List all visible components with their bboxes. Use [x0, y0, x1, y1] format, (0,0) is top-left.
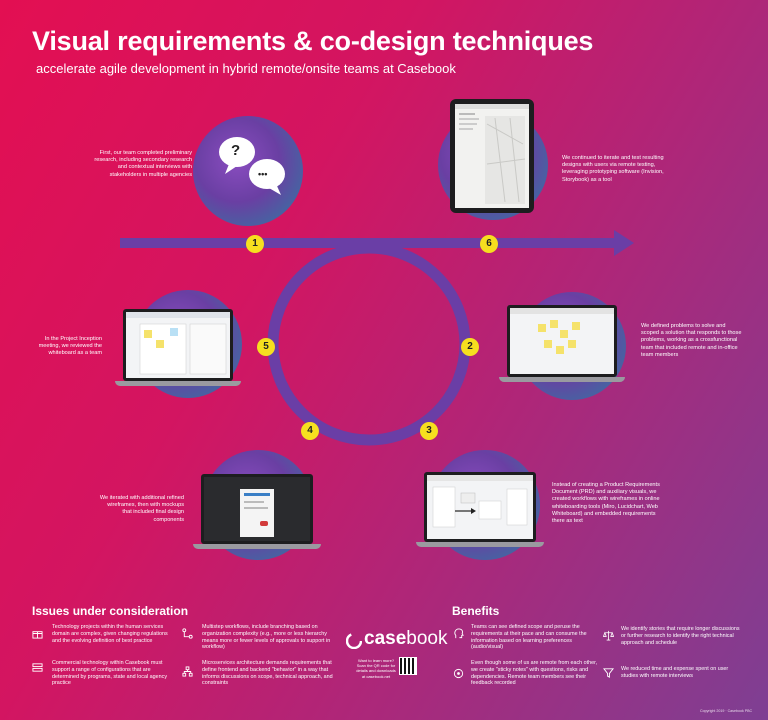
- step3-text: Instead of creating a Product Requiremen…: [552, 482, 660, 525]
- benefit-item-2: Even though some of us are remote from e…: [471, 660, 598, 687]
- step1-text: First, our team completed preliminary re…: [94, 150, 192, 178]
- casebook-wordmark: casebook: [364, 628, 447, 650]
- issue-item-3: Multistep workflows, include branching b…: [202, 624, 331, 651]
- brand-name-bold: case: [364, 628, 407, 649]
- workflow-icon: [182, 628, 193, 639]
- step4-badge: 4: [301, 422, 319, 440]
- step5-whiteboard-screen: [126, 312, 230, 375]
- step4-laptop-screen: [201, 474, 313, 544]
- step6-badge: 6: [480, 235, 498, 253]
- step4-mockup-screen: [240, 489, 274, 537]
- speech-bubbles-icon: [219, 137, 285, 195]
- gift-icon: [32, 631, 43, 639]
- step3-badge: 3: [420, 422, 438, 440]
- benefit-item-4: We reduced time and expense spent on use…: [621, 666, 729, 679]
- step6-text: We continued to iterate and test resulti…: [562, 155, 664, 183]
- hierarchy-icon: [182, 666, 193, 677]
- refresh-icon: [453, 668, 464, 679]
- step4-laptop-base: [193, 544, 321, 549]
- issues-heading: Issues under consideration: [32, 604, 189, 618]
- step3-laptop-base: [416, 542, 544, 547]
- question-mark: ?: [231, 142, 241, 159]
- qr-code[interactable]: [399, 657, 417, 675]
- step5-laptop-base: [115, 381, 241, 386]
- issue-item-2: Commercial technology within Casebook mu…: [52, 660, 168, 687]
- brand-name-light: book: [406, 628, 448, 649]
- process-loop: [267, 242, 471, 446]
- issue-item-4: Microservices architecture demands requi…: [202, 660, 333, 687]
- step3-workflow-screen: [427, 475, 533, 528]
- step2-sticky-board: [510, 308, 614, 354]
- poster-subtitle: accelerate agile development in hybrid r…: [36, 61, 456, 76]
- poster-title: Visual requirements & co-design techniqu…: [32, 26, 594, 56]
- step2-laptop-screen: [507, 305, 617, 377]
- copyright: Copyright 2019 · Casebook PBC: [700, 709, 753, 713]
- timeline-arrowhead: [614, 230, 634, 256]
- step2-badge: 2: [461, 338, 479, 356]
- step4-text: We iterated with additional refined wire…: [99, 495, 184, 523]
- funnel-icon: [603, 668, 614, 678]
- tablet-screen: [455, 104, 529, 208]
- benefits-heading: Benefits: [452, 604, 500, 618]
- step2-laptop-base: [499, 377, 625, 382]
- scales-icon: [603, 630, 614, 641]
- benefit-item-3: We identify stories that require longer …: [621, 626, 740, 646]
- step6-tablet: [450, 99, 534, 213]
- benefit-item-1: Teams can see defined scope and peruse t…: [471, 624, 587, 651]
- step5-laptop-screen: [123, 309, 233, 381]
- step5-badge: 5: [257, 338, 275, 356]
- step1-circle: [193, 116, 303, 226]
- step1-badge: 1: [246, 235, 264, 253]
- issue-item-1: Technology projects within the human ser…: [52, 624, 168, 644]
- layers-icon: [32, 663, 43, 672]
- map-wireframe: [455, 104, 529, 204]
- casebook-logo-icon: [346, 633, 362, 649]
- step2-text: We defined problems to solve and scoped …: [641, 323, 742, 358]
- step3-laptop-screen: [424, 472, 536, 542]
- ellipsis-mark: •••: [258, 169, 268, 179]
- head-icon: [454, 628, 464, 639]
- step5-text: In the Project Inception meeting, we rev…: [38, 336, 102, 357]
- brand-cta: Want to learn more? Scan the QR code for…: [356, 658, 396, 679]
